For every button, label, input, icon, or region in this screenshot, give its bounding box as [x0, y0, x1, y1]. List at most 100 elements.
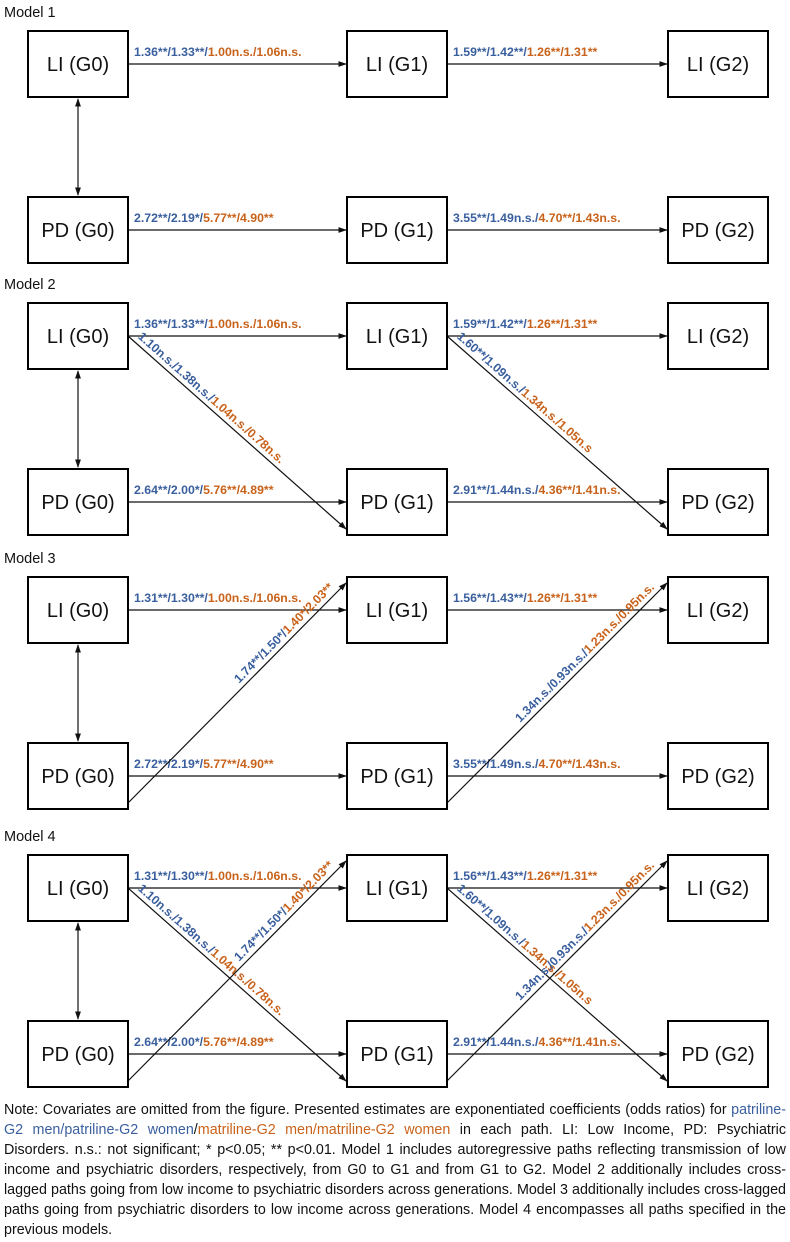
estimate-label-PD_G0-to-PD_G1: 2.72**/2.19*/5.77**/4.90**: [134, 757, 274, 771]
node-pd-g1: PD (G1): [346, 742, 448, 810]
node-label: LI (G2): [687, 54, 749, 76]
matriline-estimates: 1.26**/1.31**: [527, 317, 598, 331]
estimate-label-PD_G1-to-PD_G2: 3.55**/1.49n.s./4.70**/1.43n.s.: [453, 211, 621, 225]
estimate-label-LI_G1-to-PD_G2: 1.60**/1.09n.s./1.34n.s./1.05n.s: [454, 329, 595, 456]
node-label: PD (G2): [681, 766, 754, 788]
estimate-label-PD_G0-to-PD_G1: 2.64**/2.00*/5.76**/4.89**: [134, 483, 274, 497]
patriline-estimates: 2.72**/2.19*/: [134, 211, 204, 225]
node-pd-g2: PD (G2): [667, 742, 769, 810]
path-arrow-LI_G1-to-PD_G2: [446, 335, 668, 530]
node-box: [346, 1020, 448, 1088]
node-pd-g2: PD (G2): [667, 196, 769, 264]
patriline-estimates: 1.36**/1.33**/: [134, 317, 208, 331]
node-label: LI (G1): [366, 878, 428, 900]
estimate-label-PD_G0-to-PD_G1: 2.72**/2.19*/5.77**/4.90**: [134, 211, 274, 225]
estimate-label-LI_G0-to-PD_G1: 1.10n.s./1.38n.s./1.04n.s./0.78n.s.: [135, 329, 287, 466]
node-label: PD (G2): [681, 492, 754, 514]
patriline-estimates: 1.59**/1.42**/: [453, 317, 527, 331]
patriline-estimates: 1.34n.s./0.93n.s./: [512, 646, 591, 725]
node-label: PD (G2): [681, 220, 754, 242]
figure-note: Note: Covariates are omitted from the fi…: [4, 1100, 786, 1240]
node-box: [346, 576, 448, 644]
estimate-label-LI_G0-to-LI_G1: 1.36**/1.33**/1.00n.s./1.06n.s.: [134, 45, 302, 59]
node-box: [27, 854, 129, 922]
patriline-estimates: 1.60**/1.09n.s./: [454, 881, 528, 948]
node-label: LI (G0): [47, 600, 109, 622]
estimate-label-LI_G1-to-LI_G2: 1.56**/1.43**/1.26**/1.31**: [453, 869, 597, 883]
node-label: LI (G2): [687, 326, 749, 348]
matriline-estimates: 4.70**/1.43n.s.: [538, 211, 620, 225]
node-label: PD (G0): [41, 766, 114, 788]
matriline-estimates: 1.00n.s./1.06n.s.: [208, 317, 302, 331]
model-title: Model 3: [4, 551, 56, 567]
node-pd-g2: PD (G2): [667, 468, 769, 536]
node-li-g1: LI (G1): [346, 30, 448, 98]
node-box: [667, 196, 769, 264]
legend-slash: /: [193, 1122, 198, 1138]
estimate-label-LI_G0-to-LI_G1: 1.31**/1.30**/1.00n.s./1.06n.s.: [134, 869, 302, 883]
path-arrow-PD_G1-to-LI_G2: [446, 582, 668, 804]
node-box: [667, 854, 769, 922]
node-label: LI (G1): [366, 54, 428, 76]
estimate-label-PD_G0-to-PD_G1: 2.64**/2.00*/5.76**/4.89**: [134, 1035, 274, 1049]
patriline-estimates: 1.31**/1.30**/: [134, 869, 208, 883]
model-3: Model 31.31**/1.30**/1.00n.s./1.06n.s.1.…: [4, 551, 769, 810]
node-pd-g2: PD (G2): [667, 1020, 769, 1088]
model-title: Model 1: [4, 5, 56, 21]
matriline-estimates: 1.00n.s./1.06n.s.: [208, 869, 302, 883]
legend-patriline: patriline-G2 men/patriline-G2 women: [4, 1102, 786, 1138]
node-li-g0: LI (G0): [27, 302, 129, 370]
note-text-2: in each path. LI: Low Income, PD: Psychi…: [4, 1122, 786, 1238]
matriline-estimates: 1.26**/1.31**: [527, 591, 598, 605]
node-li-g2: LI (G2): [667, 30, 769, 98]
patriline-estimates: 3.55**/1.49n.s./: [453, 211, 539, 225]
estimate-label-PD_G1-to-PD_G2: 2.91**/1.44n.s./4.36**/1.41n.s.: [453, 1035, 621, 1049]
estimate-label-LI_G0-to-LI_G1: 1.36**/1.33**/1.00n.s./1.06n.s.: [134, 317, 302, 331]
patriline-estimates: 2.91**/1.44n.s./: [453, 1035, 539, 1049]
node-box: [346, 742, 448, 810]
patriline-estimates: 2.72**/2.19*/: [134, 757, 204, 771]
node-box: [27, 576, 129, 644]
matriline-estimates: 5.76**/4.89**: [203, 1035, 274, 1049]
patriline-estimates: 1.74**/1.50*/: [231, 626, 290, 685]
node-box: [346, 196, 448, 264]
node-box: [27, 468, 129, 536]
node-label: LI (G0): [47, 54, 109, 76]
node-li-g2: LI (G2): [667, 576, 769, 644]
node-label: PD (G1): [360, 766, 433, 788]
matriline-estimates: 1.26**/1.31**: [527, 869, 598, 883]
node-pd-g0: PD (G0): [27, 742, 129, 810]
node-box: [346, 30, 448, 98]
node-label: LI (G0): [47, 878, 109, 900]
node-label: PD (G1): [360, 220, 433, 242]
patriline-estimates: 3.55**/1.49n.s./: [453, 757, 539, 771]
patriline-estimates: 1.56**/1.43**/: [453, 869, 527, 883]
node-li-g2: LI (G2): [667, 302, 769, 370]
node-pd-g0: PD (G0): [27, 196, 129, 264]
patriline-estimates: 2.64**/2.00*/: [134, 1035, 204, 1049]
model-title: Model 4: [4, 829, 56, 845]
node-li-g1: LI (G1): [346, 854, 448, 922]
node-label: PD (G0): [41, 1044, 114, 1066]
patriline-estimates: 1.10n.s./1.38n.s./: [135, 329, 217, 404]
node-li-g2: LI (G2): [667, 854, 769, 922]
path-arrow-LI_G0-to-PD_G1: [127, 335, 347, 530]
node-box: [27, 1020, 129, 1088]
matriline-estimates: 5.76**/4.89**: [203, 483, 274, 497]
node-li-g0: LI (G0): [27, 576, 129, 644]
node-label: PD (G1): [360, 1044, 433, 1066]
path-arrow-PD_G0-to-LI_G1: [127, 860, 347, 1082]
node-box: [667, 1020, 769, 1088]
node-box: [27, 302, 129, 370]
path-arrow-LI_G0-to-PD_G1: [127, 887, 347, 1082]
estimate-label-LI_G1-to-LI_G2: 1.59**/1.42**/1.26**/1.31**: [453, 45, 597, 59]
node-box: [346, 302, 448, 370]
node-label: LI (G0): [47, 326, 109, 348]
matriline-estimates: 1.04n.s./0.78n.s.: [208, 394, 287, 467]
node-pd-g1: PD (G1): [346, 468, 448, 536]
node-box: [667, 30, 769, 98]
node-li-g1: LI (G1): [346, 302, 448, 370]
model-2: Model 21.36**/1.33**/1.00n.s./1.06n.s.1.…: [4, 277, 769, 536]
patriline-estimates: 1.59**/1.42**/: [453, 45, 527, 59]
matriline-estimates: 4.36**/1.41n.s.: [538, 1035, 620, 1049]
